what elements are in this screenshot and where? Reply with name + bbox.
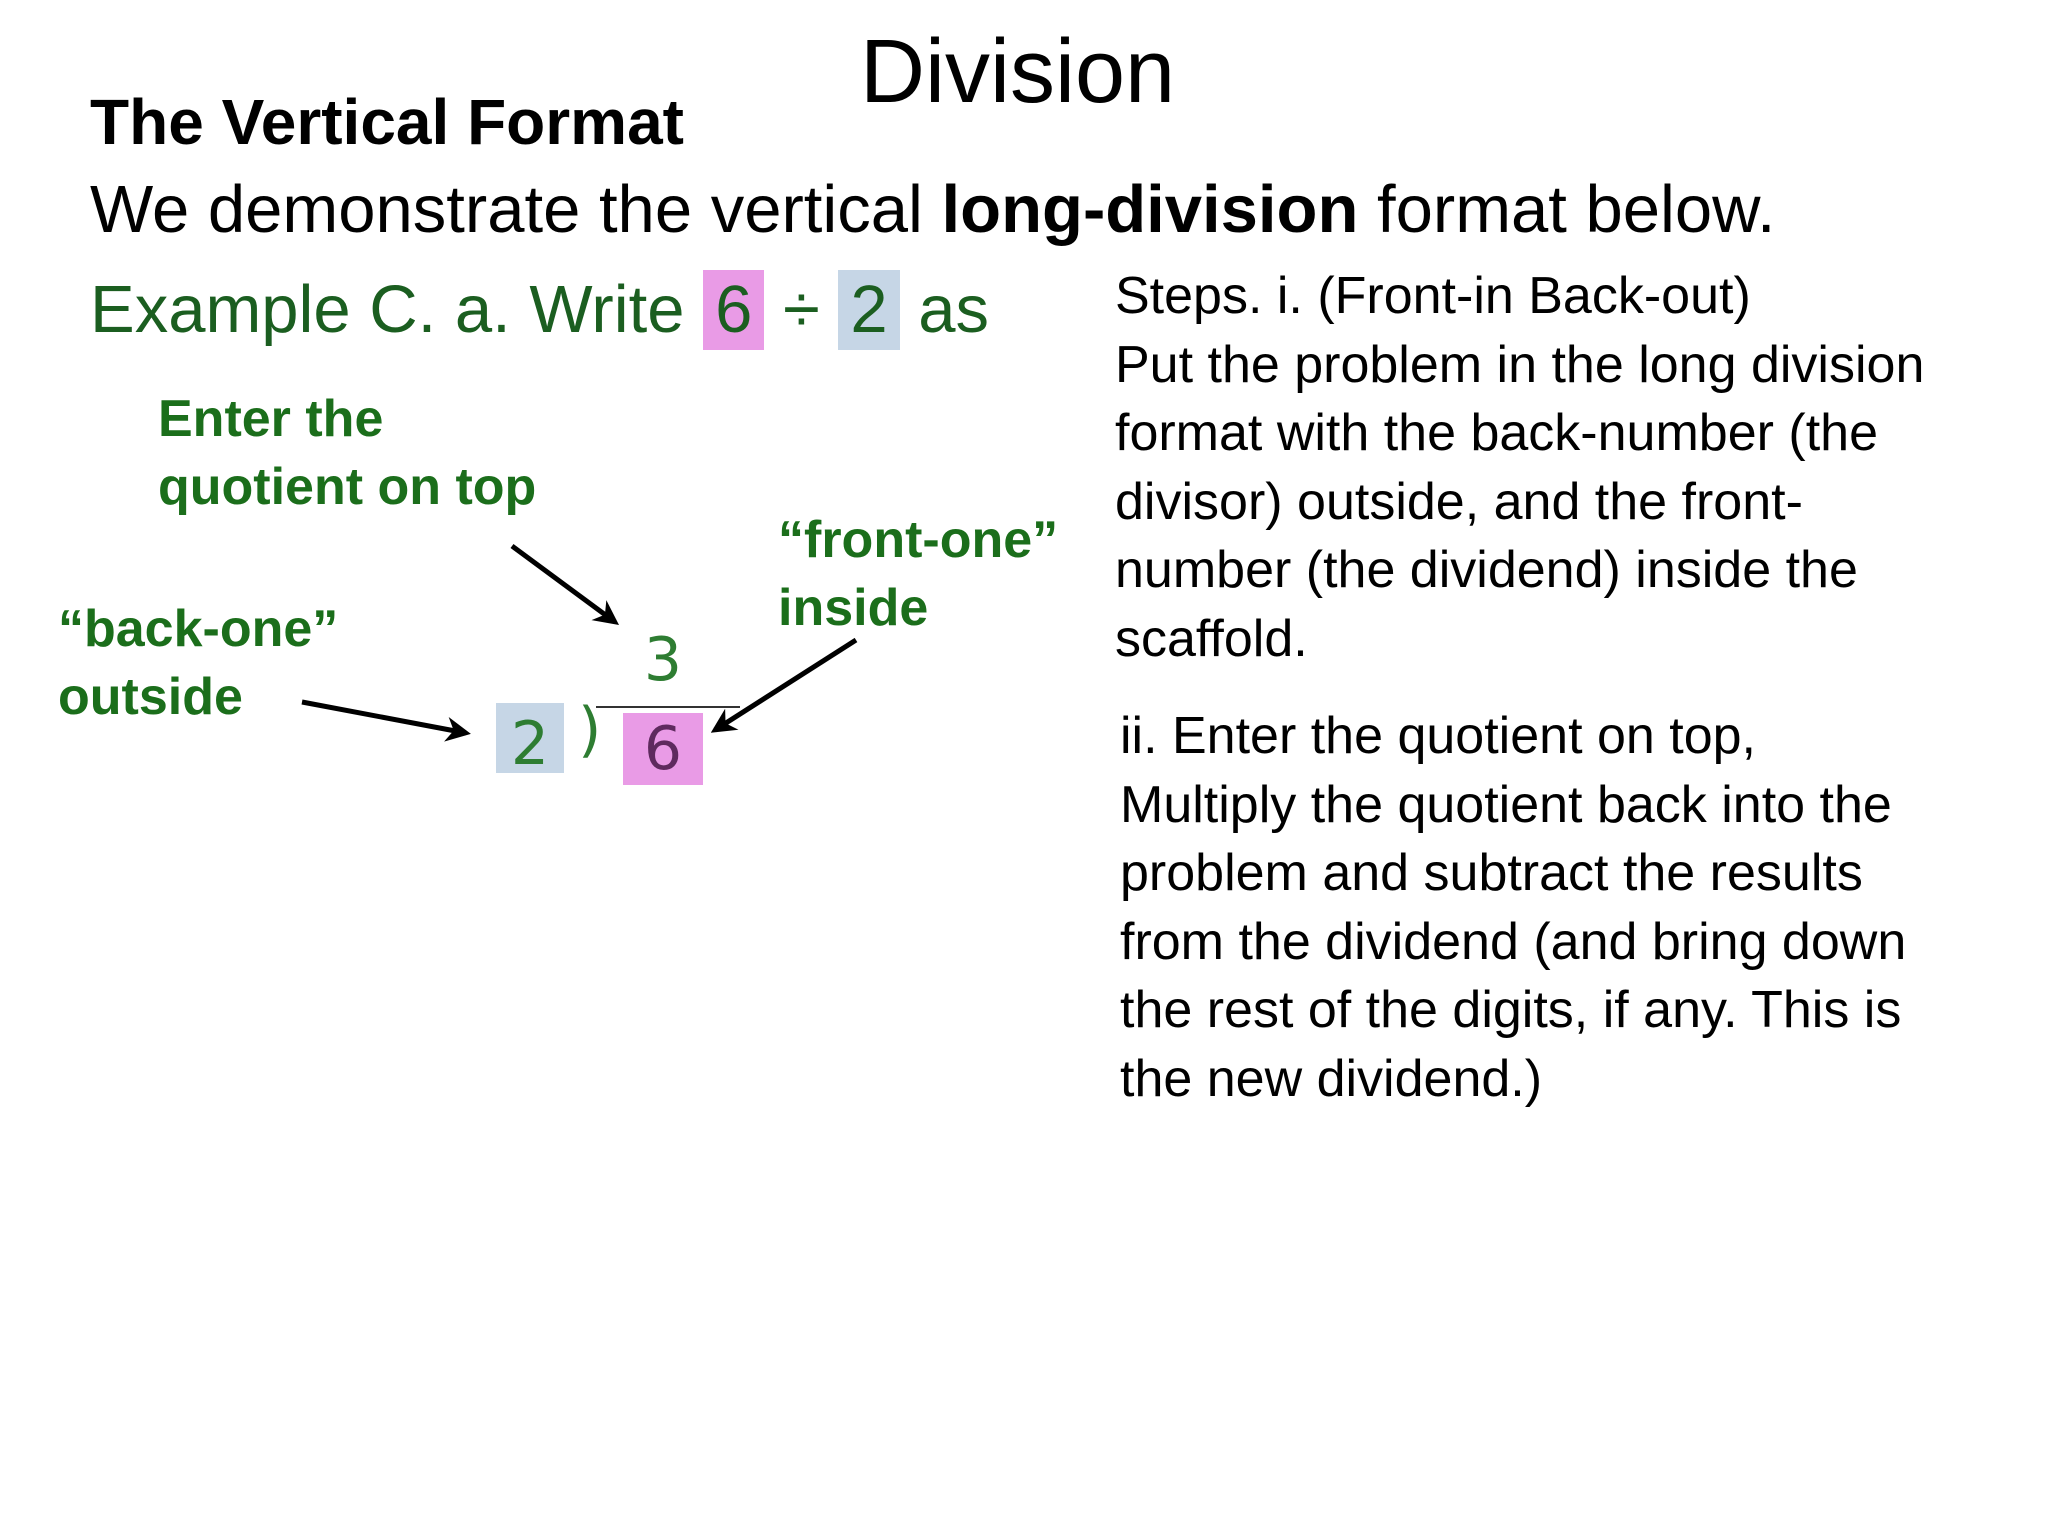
step2-line: Multiply the quotient back into the xyxy=(1120,775,1892,834)
intro-text-bold: long-division xyxy=(941,172,1359,247)
slide-title: Division xyxy=(860,22,1176,122)
steps-part-2: ii. Enter the quotient on top, Multiply … xyxy=(1120,702,1906,1113)
step2-line: problem and subtract the results xyxy=(1120,844,1863,902)
callout-front-line1: “front-one” xyxy=(778,511,1059,569)
intro-text-before: We demonstrate the vertical xyxy=(90,172,942,247)
example-dividend-highlight: 6 xyxy=(703,270,765,350)
step1-line: Put the problem in the long division xyxy=(1115,335,1925,394)
callout-front-one: “front-one” inside xyxy=(778,506,1058,642)
step1-line: divisor) outside, and the front- xyxy=(1115,472,1803,531)
dividend-digit: 6 xyxy=(643,714,683,784)
step2-line: ii. Enter the quotient on top, xyxy=(1120,707,1756,765)
step2-line: from the dividend (and bring down xyxy=(1120,912,1907,971)
arrow-to-divisor xyxy=(301,699,471,742)
divisor-digit: 2 xyxy=(510,709,550,779)
intro-text: We demonstrate the vertical long-divisio… xyxy=(90,170,1776,250)
arrow-to-quotient xyxy=(510,543,620,625)
callout-quotient-line1: Enter the xyxy=(158,390,384,448)
step2-line: the rest of the digits, if any. This is xyxy=(1120,981,1902,1039)
step1-line: Steps. i. (Front-in Back-out) xyxy=(1115,267,1751,325)
section-heading: The Vertical Format xyxy=(90,86,684,158)
example-suffix: as xyxy=(899,272,990,347)
callout-front-line2: inside xyxy=(778,579,929,637)
steps-part-1: Steps. i. (Front-in Back-out) Put the pr… xyxy=(1115,262,1924,673)
callout-quotient-line2: quotient on top xyxy=(158,458,537,516)
step1-line: number (the dividend) inside the xyxy=(1115,541,1858,599)
callout-back-line2: outside xyxy=(58,668,243,726)
dividend-highlight-box xyxy=(623,713,703,785)
example-prefix: Example C. a. Write xyxy=(90,272,704,347)
step1-line: format with the back-number (the xyxy=(1115,404,1878,462)
example-divisor-highlight: 2 xyxy=(838,270,900,350)
callout-back-line1: “back-one” xyxy=(58,600,339,658)
example-prompt: Example C. a. Write 6 ÷ 2 as xyxy=(90,270,989,350)
step1-line: scaffold. xyxy=(1115,609,1308,668)
example-operator: ÷ xyxy=(764,272,839,347)
quotient-digit: 3 xyxy=(643,625,683,695)
division-bracket: ) xyxy=(578,695,602,765)
intro-text-after: format below. xyxy=(1358,172,1776,247)
callout-quotient: Enter the quotient on top xyxy=(158,385,536,521)
divisor-highlight-box xyxy=(496,703,564,773)
callout-back-one: “back-one” outside xyxy=(58,595,338,731)
arrow-to-dividend xyxy=(710,637,858,733)
step2-line: the new dividend.) xyxy=(1120,1049,1543,1108)
